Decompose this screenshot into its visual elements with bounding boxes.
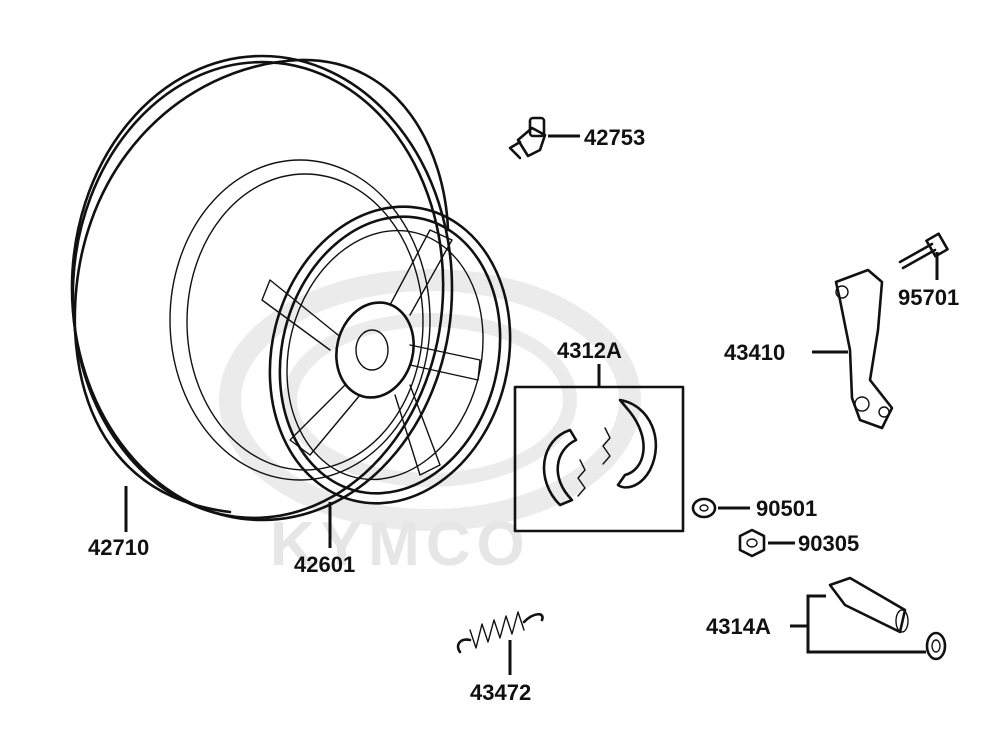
brake-arm-drawing: [834, 268, 894, 430]
part-label-43472: 43472: [470, 680, 531, 705]
bolt-drawing: [898, 232, 949, 270]
part-label-42710: 42710: [88, 535, 149, 560]
part-label-42601: 42601: [294, 552, 355, 577]
nut-drawing: [738, 528, 766, 558]
brake-cam-drawing: [828, 576, 947, 661]
rim-drawing: [261, 205, 512, 505]
washer-drawing: [691, 497, 717, 519]
part-label-4314A: 4314A: [706, 614, 771, 639]
part-label-95701: 95701: [898, 285, 959, 310]
valve-drawing: [508, 116, 547, 160]
part-label-42753: 42753: [584, 125, 645, 150]
spring-drawing: [456, 611, 544, 654]
part-label-90501: 90501: [756, 496, 817, 521]
part-label-4312A: 4312A: [557, 338, 622, 363]
part-label-43410: 43410: [724, 340, 785, 365]
watermark-text: KYMCO: [270, 510, 531, 579]
brake-shoe-drawing: [542, 398, 658, 507]
part-label-90305: 90305: [798, 531, 859, 556]
